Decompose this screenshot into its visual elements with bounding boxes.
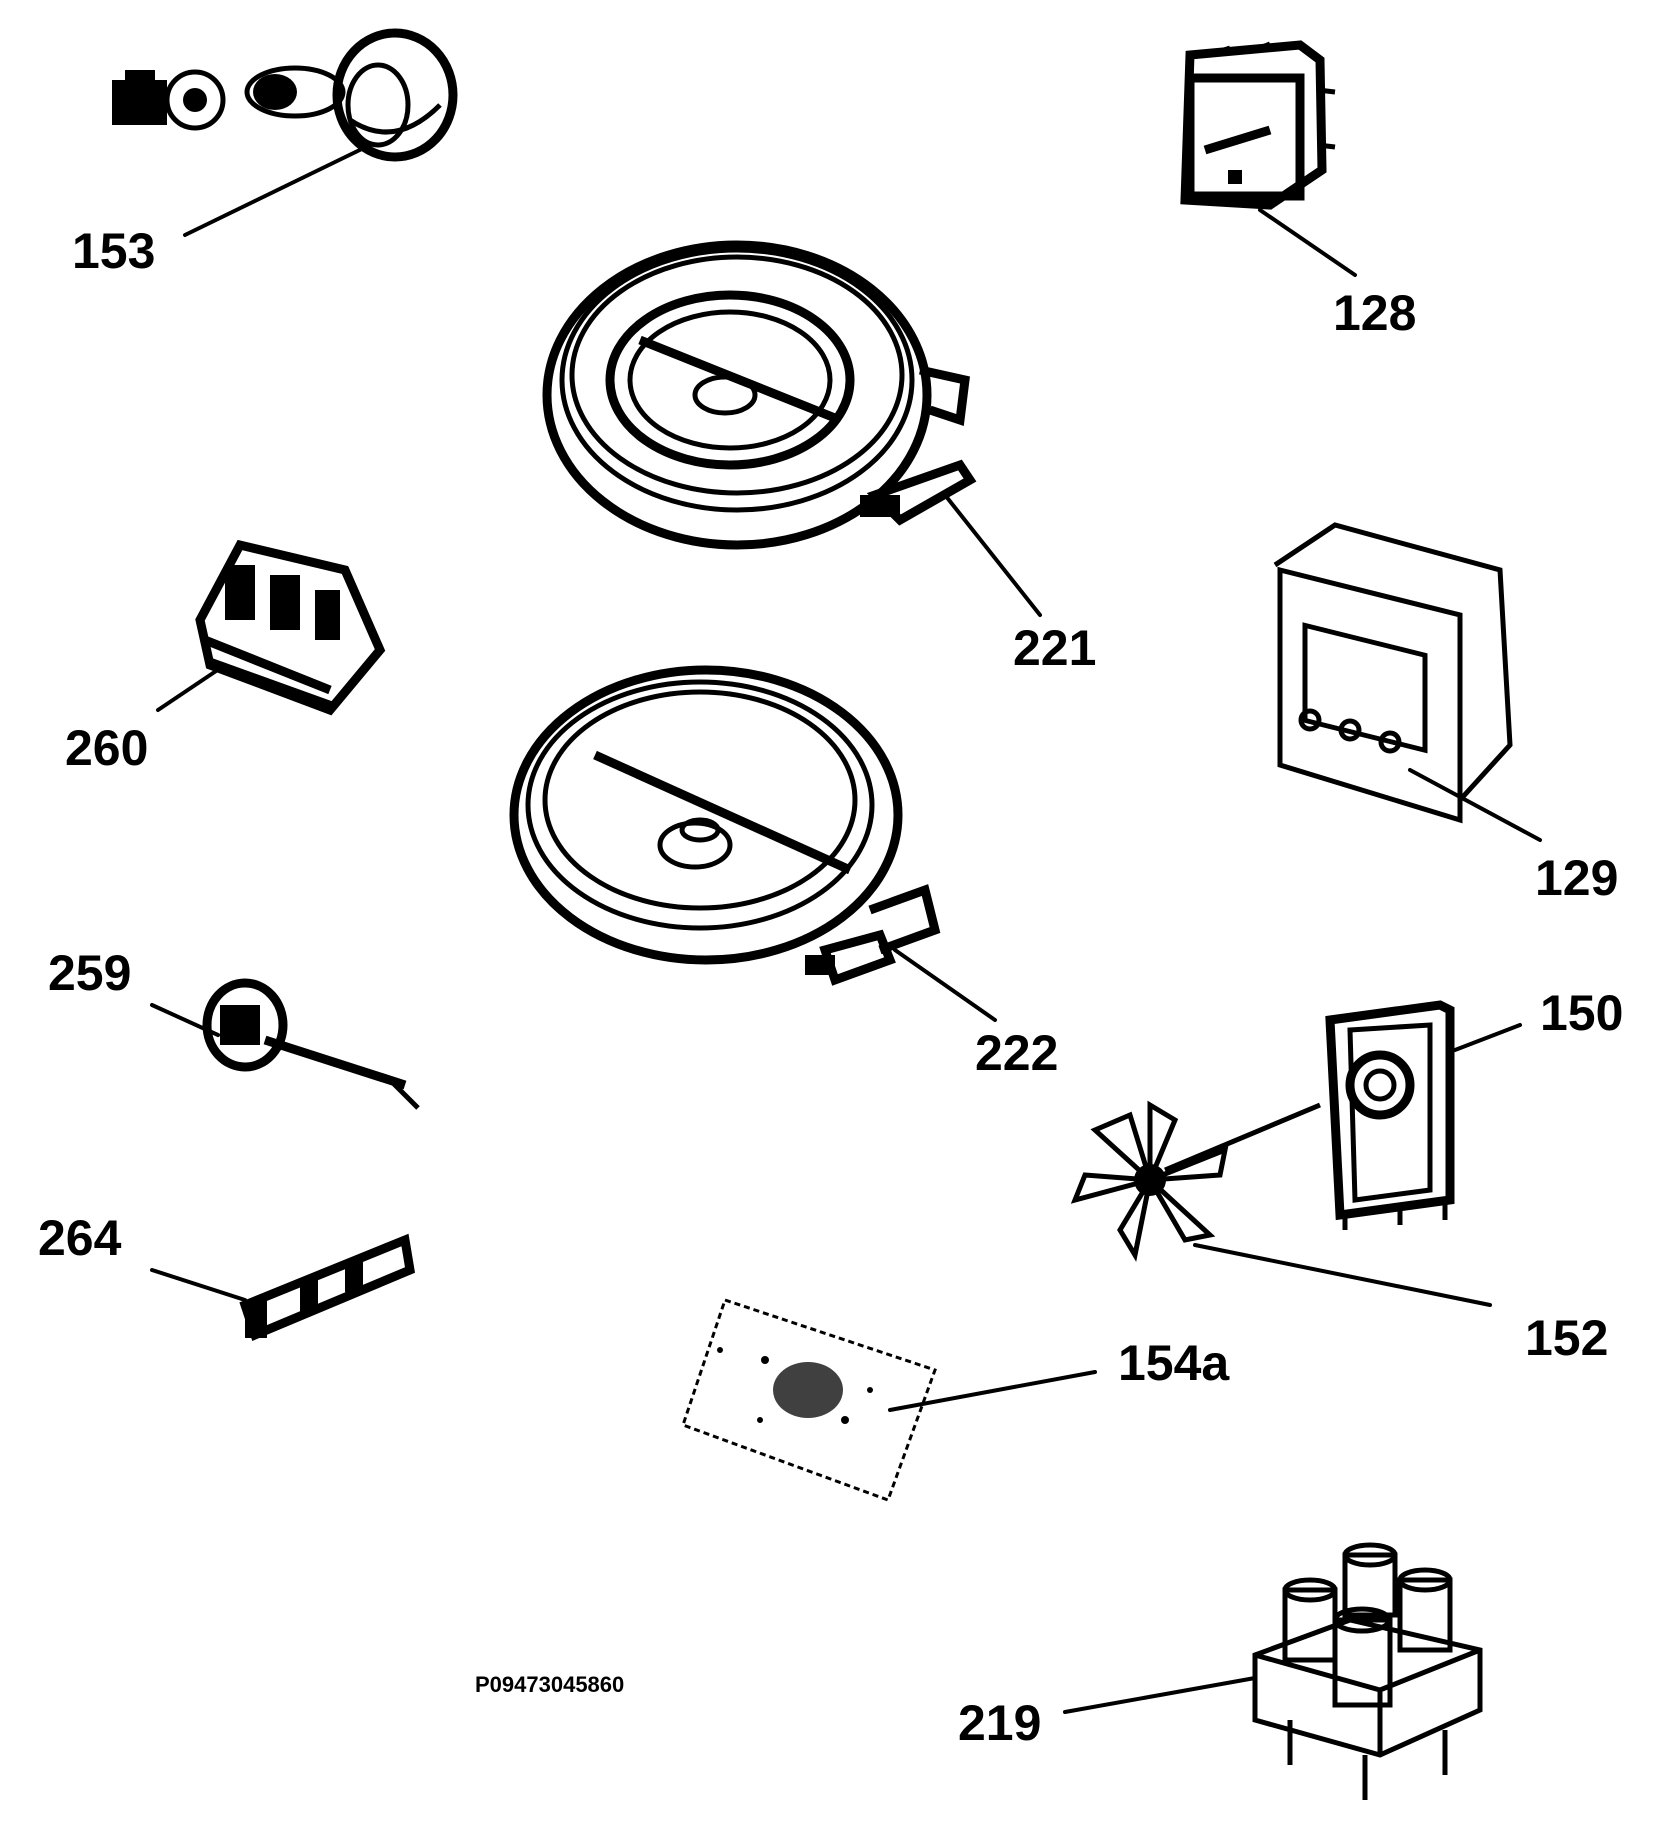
relay-block-icon [1252, 1542, 1483, 1800]
leader-line-129 [1408, 768, 1542, 842]
part-label-259: 259 [48, 945, 131, 1001]
part-label-154a: 154a [1118, 1335, 1230, 1391]
leader-line-221 [943, 493, 1042, 617]
terminal-block-icon [195, 539, 386, 716]
leader-line-152 [1193, 1243, 1492, 1307]
part-label-219: 219 [958, 1695, 1041, 1751]
part-label-152: 152 [1525, 1310, 1608, 1366]
leader-line-128 [1258, 208, 1357, 277]
fan-blade-icon [1070, 1100, 1321, 1262]
part-label-153: 153 [72, 223, 155, 279]
leader-line-264 [150, 1268, 247, 1302]
oven-timer-icon [1273, 522, 1513, 824]
leader-line-150 [1453, 1023, 1522, 1052]
part-label-128: 128 [1333, 285, 1416, 341]
thermostat-sensor-icon [239, 1233, 416, 1342]
part-label-129: 129 [1535, 850, 1618, 906]
circuit-board-icon [681, 1298, 937, 1502]
part-label-222: 222 [975, 1025, 1058, 1081]
leader-line-219 [1063, 1676, 1257, 1714]
control-knob-icon [112, 28, 458, 162]
part-label-221: 221 [1013, 620, 1096, 676]
leader-line-153 [183, 143, 372, 237]
leader-line-154a [888, 1370, 1097, 1412]
energy-regulator-icon [202, 978, 420, 1110]
fan-motor-icon [1325, 1000, 1455, 1230]
leader-line-259 [150, 1003, 220, 1037]
part-label-260: 260 [65, 720, 148, 776]
diagram-reference-code: P09473045860 [475, 1672, 624, 1697]
rotary-switch-icon [1180, 40, 1336, 210]
part-label-264: 264 [38, 1210, 122, 1266]
leader-line-222 [893, 948, 997, 1022]
part-label-150: 150 [1540, 985, 1623, 1041]
hotplate-element-icon [509, 665, 941, 986]
dual-hotplate-element-icon [542, 240, 977, 550]
leader-line-260 [156, 663, 227, 712]
